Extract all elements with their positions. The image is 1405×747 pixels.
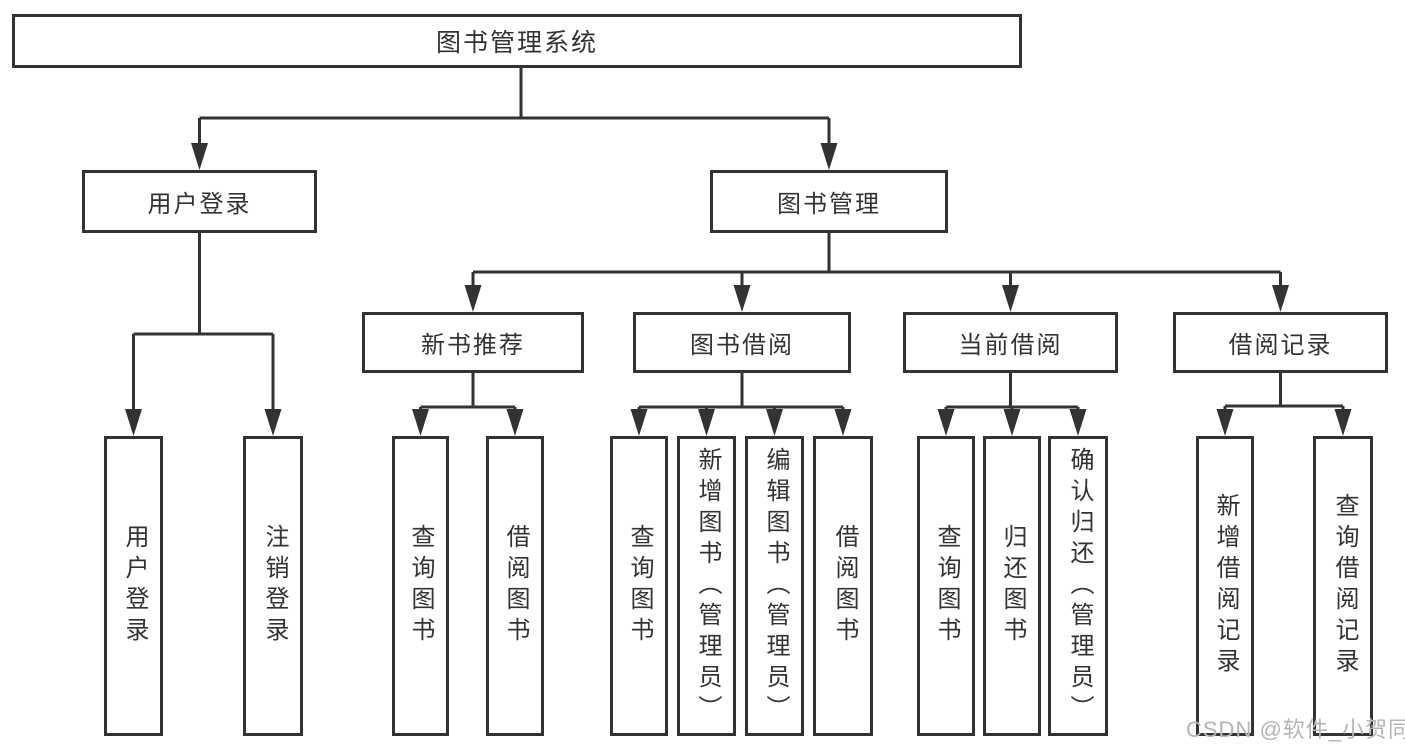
arrowhead bbox=[698, 409, 715, 436]
arrowhead bbox=[412, 409, 429, 436]
leaf-borrowing-add-books-admin: 新增图书（管理员） bbox=[677, 436, 736, 736]
arrowhead bbox=[733, 285, 751, 312]
leaf-newbook-query-books: 查询图书 bbox=[392, 436, 449, 736]
leaf-newbook-borrow-books: 借阅图书 bbox=[486, 436, 544, 736]
arrowhead bbox=[630, 409, 648, 436]
leaf-borrowing-borrow-books: 借阅图书 bbox=[813, 436, 873, 736]
node-current-borrowing: 当前借阅 bbox=[903, 312, 1118, 373]
arrowhead bbox=[1069, 409, 1087, 436]
node-root: 图书管理系统 bbox=[12, 14, 1022, 68]
arrowhead bbox=[1003, 409, 1021, 436]
arrowhead bbox=[1272, 285, 1289, 312]
arrowhead bbox=[766, 409, 783, 436]
arrowhead bbox=[1216, 409, 1234, 436]
node-borrowing-records: 借阅记录 bbox=[1173, 312, 1388, 373]
arrowhead bbox=[125, 409, 142, 436]
leaf-logout: 注销登录 bbox=[243, 436, 303, 736]
arrowhead bbox=[834, 409, 852, 436]
node-new-book-recommend: 新书推荐 bbox=[362, 312, 584, 373]
arrowhead bbox=[1334, 409, 1352, 436]
leaf-records-add-record: 新增借阅记录 bbox=[1196, 436, 1254, 736]
node-book-borrowing: 图书借阅 bbox=[633, 312, 851, 373]
node-user-login: 用户登录 bbox=[82, 170, 317, 233]
arrowhead bbox=[937, 409, 955, 436]
arrowhead bbox=[264, 409, 282, 436]
leaf-current-query-books: 查询图书 bbox=[917, 436, 975, 736]
leaf-records-query-record: 查询借阅记录 bbox=[1313, 436, 1373, 736]
arrowhead bbox=[1002, 285, 1019, 312]
leaf-current-return-books: 归还图书 bbox=[983, 436, 1041, 736]
leaf-borrowing-edit-books-admin: 编辑图书（管理员） bbox=[745, 436, 804, 736]
arrowhead bbox=[506, 409, 524, 436]
leaf-borrowing-query-books: 查询图书 bbox=[610, 436, 668, 736]
arrowhead bbox=[820, 143, 838, 170]
leaf-user-login: 用户登录 bbox=[104, 436, 163, 736]
node-book-management: 图书管理 bbox=[710, 170, 948, 233]
leaf-current-confirm-return-admin: 确认归还（管理员） bbox=[1048, 436, 1108, 736]
arrowhead bbox=[464, 285, 482, 312]
arrowhead bbox=[191, 143, 208, 170]
csdn-watermark: CSDN @软件_小贺同学 bbox=[1186, 717, 1405, 742]
